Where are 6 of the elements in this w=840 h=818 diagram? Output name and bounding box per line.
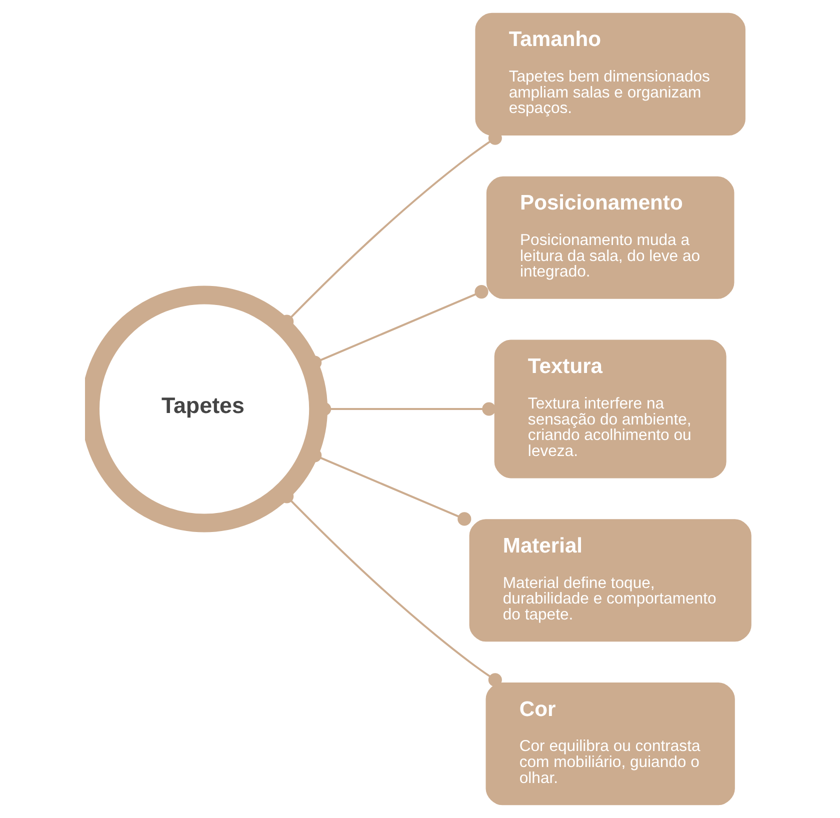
node-box: Tamanho Tapetes bem dimensionados ampliam salas e organizam espaços.	[474, 12, 745, 136]
node-box: Textura Textura interfere na sensação do ambiente, criando acolhimento ou leveza.	[494, 340, 726, 478]
node-circle: Tapetes	[84, 286, 328, 532]
node-box: Cor Cor equilibra ou contrasta com mobiliário, guiando o olhar.	[485, 682, 734, 806]
node-box: Posicionamento Posicionamento muda a leitura da sala, do leve ao integrado.	[486, 176, 734, 299]
node-box: Material Material define toque, durabilidade e comportamento do tapete.	[468, 519, 751, 642]
